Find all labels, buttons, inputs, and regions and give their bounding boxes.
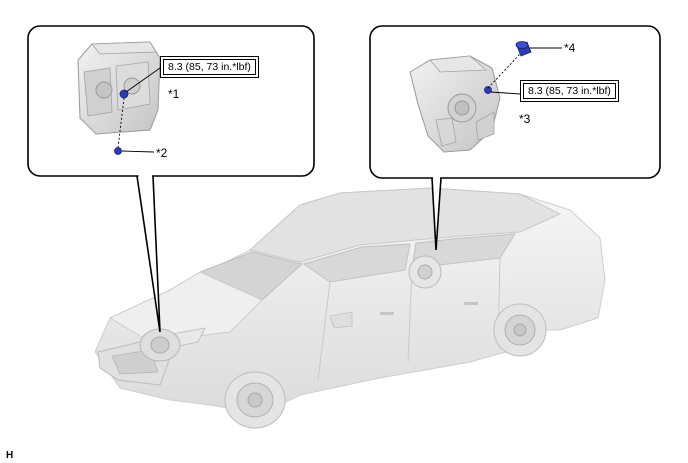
label-4: *4	[564, 41, 576, 55]
label-2: *2	[156, 146, 168, 160]
rear-wheel-hub	[493, 303, 547, 357]
rear-torque-spec: 8.3 (85, 73 in.*lbf)	[523, 83, 616, 99]
rear-bleeder-plug-marker	[484, 86, 492, 94]
car-illustration	[94, 187, 606, 429]
front-left-brake-visible	[139, 328, 181, 362]
front-wheel-hub	[224, 371, 286, 429]
rear-brake-visible	[408, 255, 442, 289]
front-torque-spec: 8.3 (85, 73 in.*lbf)	[163, 59, 256, 75]
front-torque-spec-box: 8.3 (85, 73 in.*lbf)	[160, 56, 259, 78]
bleeder-plug-cap	[114, 147, 122, 155]
front-brake-caliper	[77, 41, 161, 135]
figure-code: H	[6, 450, 14, 461]
rear-torque-spec-box: 8.3 (85, 73 in.*lbf)	[520, 80, 619, 102]
rear-brake-caliper	[409, 55, 501, 153]
label-1: *1	[168, 87, 180, 101]
rear-callout-panel	[369, 25, 661, 251]
label-3: *3	[519, 112, 531, 126]
rear-bleeder-plug-cap	[515, 41, 532, 57]
